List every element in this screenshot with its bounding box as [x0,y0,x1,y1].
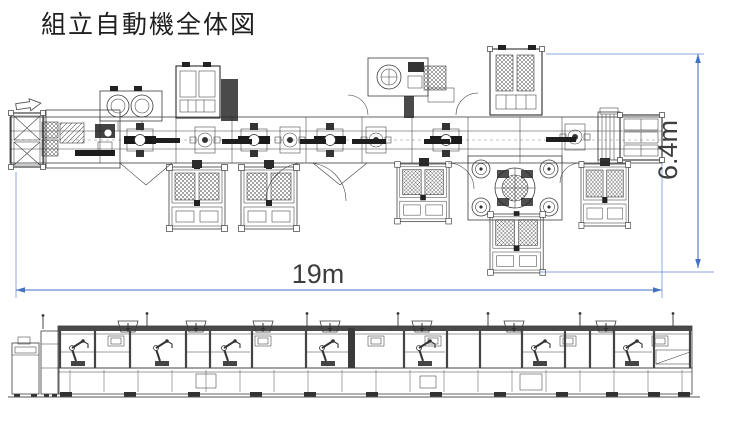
width-dimension: 19m [15,162,663,298]
pallet-stems [192,158,610,168]
bowl-feeder-module [99,86,163,131]
infeed-module [8,110,46,170]
side-machine-feet [60,392,690,397]
height-dimension: 6.4m [540,53,714,273]
pallet-module-2 [238,163,300,232]
pallet-module-5 [578,160,632,229]
width-arrow-left [16,287,25,293]
rotary-index-station [467,155,563,221]
top-module-right [487,45,545,116]
door-swing-arcs [265,92,581,202]
height-arrow-bottom [695,259,701,268]
pallet-module-1 [166,163,228,232]
side-cabinet-row [57,325,693,395]
width-dimension-label: 19m [292,259,345,289]
side-left-cabinet [11,330,60,397]
pallet-module-3 [394,160,452,225]
page-title: 組立自動機全体図 [41,11,258,39]
line-stations [123,122,591,158]
height-arrow-top [695,54,701,63]
side-view-diagram [8,311,700,398]
station-frame-left [41,109,121,169]
height-dimension-label: 6.4m [653,120,683,180]
top-module-mid [367,57,455,118]
side-robot-arms [68,338,643,367]
side-panel-windows [107,335,669,347]
top-module-left [175,62,238,121]
side-misc-equipment [195,349,691,391]
outfeed-module [597,107,665,163]
flow-arrow-icon [15,98,42,112]
pallet-module-4 [487,210,547,276]
top-view-diagram [8,45,665,276]
brace-lines [119,162,368,186]
width-arrow-right [653,287,662,293]
